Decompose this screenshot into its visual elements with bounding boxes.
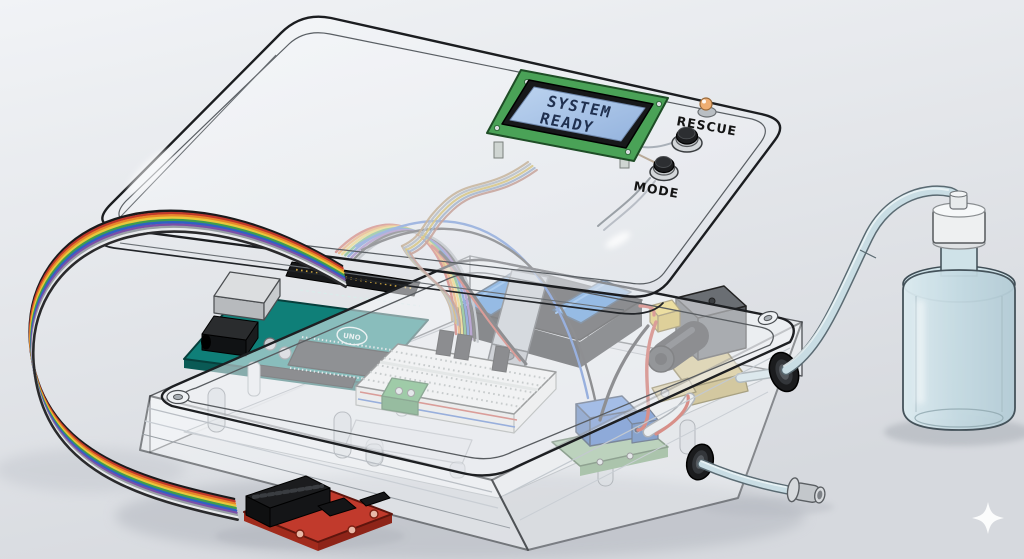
pcb-screw [596,458,604,466]
button-wire-down [597,177,651,227]
breakout-ic [317,497,357,517]
tube-seam [859,249,877,259]
rescue-button [671,126,703,153]
led-dome [699,97,713,111]
outlet-tube [698,460,792,494]
lcd-screen [509,86,646,142]
ribbon-cable [28,209,347,522]
nozzle-flange [786,477,800,503]
silkscreen [299,289,421,307]
dc-jack [201,315,259,357]
lid-glint [605,231,631,249]
bottle-cap [932,190,986,250]
pcb-screw [626,452,634,460]
nozzle-hole [817,490,823,500]
lid-wire-bundle-inside [400,244,462,328]
breakout-pcb [243,475,393,551]
lid-wire-bundle [400,160,538,256]
relay-pcb-edge [580,447,668,476]
mounting-hole [295,529,305,539]
enclosure-lid: SYSTEM READY RESCUE MODE [91,15,782,328]
wash-bottle [902,190,1016,431]
usb-port [213,271,281,321]
mode-button [649,156,679,182]
plumbing [685,185,1016,504]
mounting-hole [369,509,379,519]
lcd-leg [493,141,504,159]
mounting-hole [347,525,357,535]
breakout-header [359,491,391,507]
bottle-body [902,269,1016,431]
front-walls [139,321,803,551]
sparkle-watermark-icon [972,502,1004,534]
lcd-text: SYSTEM READY [538,93,614,137]
spray-nozzle [786,477,826,504]
screw-boss-right [757,310,779,326]
idc-connector [245,475,331,528]
lid-sheen [127,149,173,195]
shadow-nozzle [702,498,834,516]
button-wire-down [603,180,656,231]
status-led [697,97,717,118]
lcd-display: SYSTEM READY [486,69,669,169]
